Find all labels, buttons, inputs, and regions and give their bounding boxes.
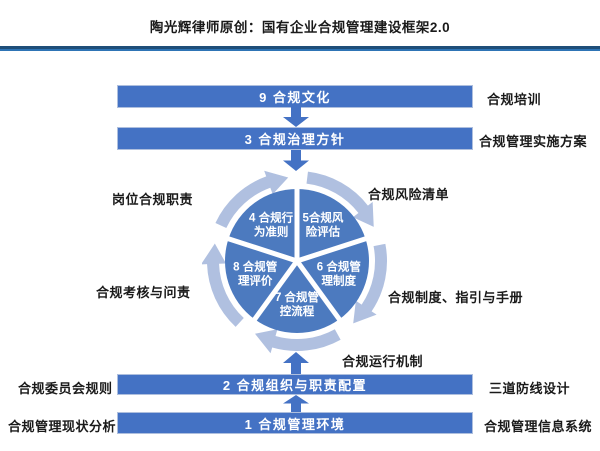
bar-label: 1 合规管理环境 <box>244 416 346 432</box>
page-title: 陶光辉律师原创：国有企业合规管理建设框架2.0 <box>149 20 451 35</box>
divider-light-line <box>0 49 600 51</box>
pie-slice-label: 理制度 <box>322 274 357 288</box>
divider-dark-line <box>0 46 600 49</box>
pie-slice-label: 为准则 <box>254 224 289 238</box>
cycle-arrow-segment <box>353 243 388 324</box>
label-operation-mechanism: 合规运行机制 <box>342 354 424 369</box>
cycle-arrow-segment <box>306 171 374 227</box>
slice-gap <box>250 259 300 324</box>
bar-label: 2 合规组织与职责配置 <box>222 378 368 393</box>
label-status-analysis: 合规管理现状分析 <box>8 419 117 434</box>
pie-slice-label: 4 合规行 <box>249 210 294 224</box>
slice-gap <box>294 259 344 324</box>
title-divider <box>0 46 600 51</box>
label-implementation-plan: 合规管理实施方案 <box>479 134 588 149</box>
pie-slice <box>297 238 370 320</box>
pie-slice <box>254 261 340 334</box>
pie-slice <box>224 238 297 320</box>
arrow-up-icon <box>283 395 309 412</box>
bar-9-compliance-culture: 9 合规文化 <box>117 85 473 108</box>
bar-2-organization-duties: 2 合规组织与职责配置 <box>117 374 473 395</box>
bar-1-management-environment: 1 合规管理环境 <box>117 412 473 434</box>
cycle-arrow-segment <box>255 329 341 354</box>
bar-label: 9 合规文化 <box>259 90 331 105</box>
label-job-compliance-duty: 岗位合规职责 <box>112 192 194 207</box>
slice-gap <box>224 235 298 264</box>
pie-slice-label: 6 合规管 <box>317 260 362 274</box>
bar-label: 3 合规治理方针 <box>244 132 346 147</box>
arrow-down-icon <box>283 107 309 127</box>
label-system-guideline-manual: 合规制度、指引与手册 <box>388 290 524 305</box>
slice-gap <box>296 235 370 264</box>
pie-slice-label: 险评估 <box>306 224 341 238</box>
label-risk-list: 合规风险清单 <box>368 187 450 202</box>
label-compliance-training: 合规培训 <box>487 92 542 107</box>
pie-slice-label: 7 合规管 <box>275 290 320 304</box>
pie-slice-label: 理评价 <box>238 275 273 288</box>
label-compliance-committee: 合规委员会规则 <box>18 381 113 396</box>
cycle-arrow-segment <box>202 243 244 327</box>
cycle-arrow-segment <box>215 170 289 229</box>
label-assessment-accountability: 合规考核与问责 <box>96 285 191 300</box>
pie-slice-label: 8 合规管 <box>233 260 278 274</box>
pie-slice-label: 控流程 <box>280 304 315 318</box>
bar-3-governance-policy: 3 合规治理方针 <box>117 127 473 150</box>
label-information-system: 合规管理信息系统 <box>484 419 593 434</box>
pie-slice-label: 5合规风 <box>302 210 343 224</box>
label-three-lines-of-defense: 三道防线设计 <box>489 381 571 396</box>
